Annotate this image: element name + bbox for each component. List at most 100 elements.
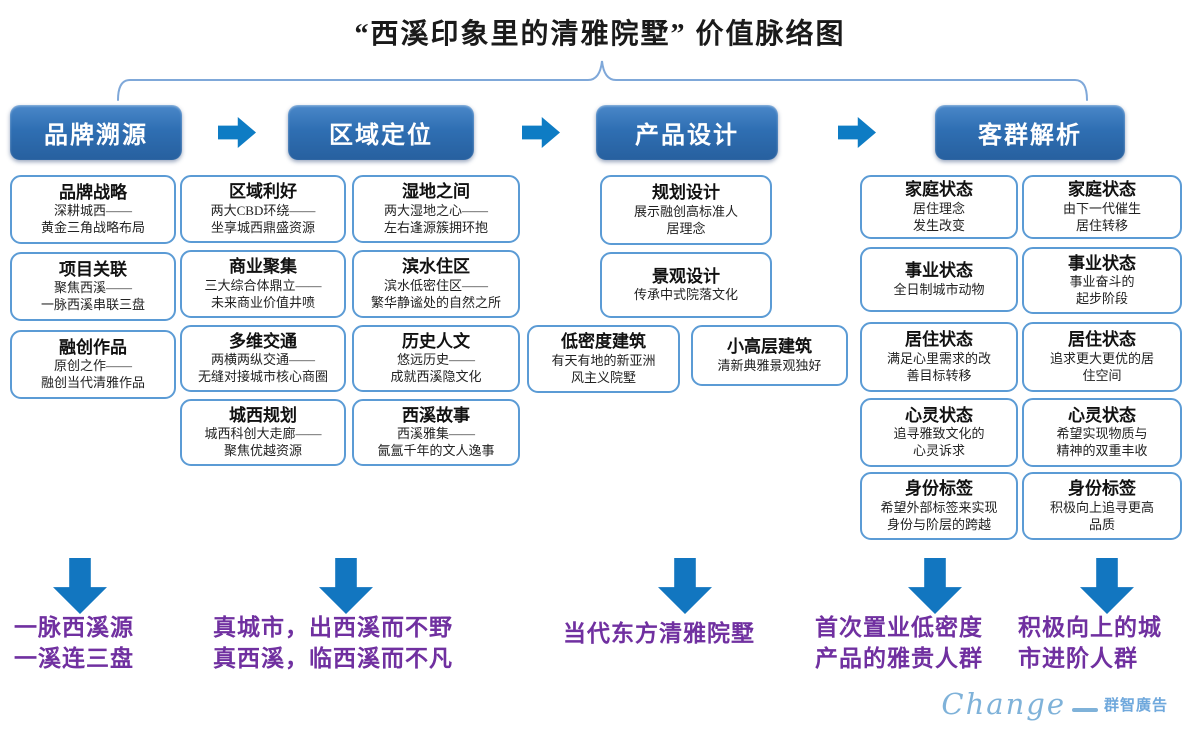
conclusion-text: 真城市，出西溪而不野 真西溪，临西溪而不凡 <box>213 615 453 672</box>
card-desc: 全日制城市动物 <box>893 281 985 297</box>
page-title: “西溪印象里的清雅院墅” 价值脉络图 <box>354 19 846 50</box>
value-card: 区域利好 两大CBD环绕—— 坐享城西鼎盛资源 <box>180 175 346 243</box>
logo-script: Change <box>941 687 1066 721</box>
stage-region-label: 区域定位 <box>329 123 433 149</box>
logo: Change 群智廣告 <box>941 690 1168 719</box>
card-desc: 积极向上追寻更高 品质 <box>1049 499 1154 532</box>
card-title: 事业状态 <box>1068 253 1136 273</box>
arrow-down-icon <box>908 558 962 614</box>
card-desc: 居住理念 发生改变 <box>912 200 965 233</box>
stage-product-label: 产品设计 <box>635 123 739 149</box>
card-title: 事业状态 <box>905 261 973 281</box>
card-desc: 深耕城西—— 黄金三角战略布局 <box>40 203 145 236</box>
card-title: 历史人文 <box>402 331 470 351</box>
conclusion-text: 一脉西溪源 一溪连三盘 <box>14 615 134 672</box>
value-card: 居住状态 追求更大更优的居 住空间 <box>1022 322 1182 392</box>
value-card: 规划设计 展示融创高标准人 居理念 <box>600 175 772 245</box>
card-desc: 展示融创高标准人 居理念 <box>633 203 738 236</box>
value-card: 景观设计 传承中式院落文化 <box>600 252 772 318</box>
value-card: 西溪故事 西溪雅集—— 氤氲千年的文人逸事 <box>352 399 520 466</box>
stage-customer: 客群解析 <box>935 105 1125 160</box>
value-card: 品牌战略 深耕城西—— 黄金三角战略布局 <box>10 175 176 244</box>
card-desc: 事业奋斗的 起步阶段 <box>1069 274 1135 307</box>
value-card: 项目关联 聚焦西溪—— 一脉西溪串联三盘 <box>10 252 176 321</box>
value-card: 城西规划 城西科创大走廊—— 聚焦优越资源 <box>180 399 346 466</box>
card-title: 心灵状态 <box>1068 405 1136 425</box>
arrow-right-icon <box>838 117 876 148</box>
card-title: 城西规划 <box>229 405 297 425</box>
card-desc: 两大湿地之心—— 左右逢源簇拥环抱 <box>383 202 488 235</box>
value-card: 历史人文 悠远历史—— 成就西溪隐文化 <box>352 325 520 392</box>
card-desc: 希望实现物质与 精神的双重丰收 <box>1056 426 1148 459</box>
card-desc: 城西科创大走廊—— 聚焦优越资源 <box>204 426 322 459</box>
value-card: 融创作品 原创之作—— 融创当代清雅作品 <box>10 330 176 399</box>
arrow-down-icon <box>658 558 712 614</box>
value-card: 家庭状态 居住理念 发生改变 <box>860 175 1018 239</box>
conclusion-text: 当代东方清雅院墅 <box>563 621 755 646</box>
card-title: 多维交通 <box>229 331 297 351</box>
value-card: 心灵状态 希望实现物质与 精神的双重丰收 <box>1022 398 1182 467</box>
logo-swoosh-icon <box>1071 708 1098 712</box>
stage-brand-label: 品牌溯源 <box>44 123 148 149</box>
card-desc: 两横两纵交通—— 无缝对接城市核心商圈 <box>197 352 328 385</box>
arrow-down-icon <box>53 558 107 614</box>
card-desc: 滨水低密住区—— 繁华静谧处的自然之所 <box>370 277 501 310</box>
card-title: 区域利好 <box>229 182 297 202</box>
card-desc: 聚焦西溪—— 一脉西溪串联三盘 <box>40 280 145 313</box>
card-title: 家庭状态 <box>905 180 973 200</box>
card-desc: 由下一代催生 居住转移 <box>1062 200 1141 233</box>
brace-icon <box>117 60 1088 101</box>
card-title: 小高层建筑 <box>727 337 812 357</box>
card-title: 西溪故事 <box>402 405 470 425</box>
value-card: 心灵状态 追寻雅致文化的 心灵诉求 <box>860 398 1018 467</box>
value-card: 小高层建筑 清新典雅景观独好 <box>691 325 848 386</box>
card-desc: 满足心里需求的改 善目标转移 <box>886 350 991 383</box>
card-desc: 清新典雅景观独好 <box>717 357 822 373</box>
value-card: 家庭状态 由下一代催生 居住转移 <box>1022 175 1182 239</box>
stage-customer-label: 客群解析 <box>978 123 1082 149</box>
card-desc: 追寻雅致文化的 心灵诉求 <box>893 426 985 459</box>
card-title: 项目关联 <box>59 259 127 279</box>
card-title: 滨水住区 <box>402 257 470 277</box>
card-title: 家庭状态 <box>1068 180 1136 200</box>
arrow-right-icon <box>522 117 560 148</box>
value-card: 事业状态 事业奋斗的 起步阶段 <box>1022 247 1182 314</box>
card-desc: 追求更大更优的居 住空间 <box>1049 350 1154 383</box>
conclusion-text: 积极向上的城 市进阶人群 <box>1018 615 1162 672</box>
card-title: 身份标签 <box>905 479 973 499</box>
value-card: 事业状态 全日制城市动物 <box>860 247 1018 312</box>
stage-region: 区域定位 <box>288 105 474 160</box>
value-card: 居住状态 满足心里需求的改 善目标转移 <box>860 322 1018 392</box>
card-title: 心灵状态 <box>905 405 973 425</box>
card-title: 商业聚集 <box>229 257 297 277</box>
value-card: 商业聚集 三大综合体鼎立—— 未来商业价值井喷 <box>180 250 346 318</box>
conclusion-text: 首次置业低密度 产品的雅贵人群 <box>815 615 983 672</box>
stage-product: 产品设计 <box>596 105 778 160</box>
arrow-down-icon <box>319 558 373 614</box>
card-title: 低密度建筑 <box>561 332 646 352</box>
value-card: 多维交通 两横两纵交通—— 无缝对接城市核心商圈 <box>180 325 346 392</box>
arrow-down-icon <box>1080 558 1134 614</box>
card-title: 规划设计 <box>652 183 720 203</box>
card-title: 景观设计 <box>652 266 720 286</box>
card-desc: 三大综合体鼎立—— 未来商业价值井喷 <box>204 277 322 310</box>
card-desc: 西溪雅集—— 氤氲千年的文人逸事 <box>377 426 495 459</box>
card-desc: 悠远历史—— 成就西溪隐文化 <box>390 352 482 385</box>
value-card: 湿地之间 两大湿地之心—— 左右逢源簇拥环抱 <box>352 175 520 243</box>
card-title: 身份标签 <box>1068 479 1136 499</box>
arrow-right-icon <box>218 117 256 148</box>
card-title: 品牌战略 <box>59 182 127 202</box>
card-desc: 有天有地的新亚洲 风主义院墅 <box>551 352 656 385</box>
card-desc: 原创之作—— 融创当代清雅作品 <box>40 358 145 391</box>
value-card: 身份标签 积极向上追寻更高 品质 <box>1022 472 1182 540</box>
card-desc: 希望外部标签来实现 身份与阶层的跨越 <box>880 499 998 532</box>
card-desc: 两大CBD环绕—— 坐享城西鼎盛资源 <box>210 202 316 235</box>
stage-brand: 品牌溯源 <box>10 105 182 160</box>
value-card: 身份标签 希望外部标签来实现 身份与阶层的跨越 <box>860 472 1018 540</box>
value-card: 滨水住区 滨水低密住区—— 繁华静谧处的自然之所 <box>352 250 520 318</box>
value-card: 低密度建筑 有天有地的新亚洲 风主义院墅 <box>527 325 680 393</box>
card-title: 居住状态 <box>1068 330 1136 350</box>
card-title: 湿地之间 <box>402 182 470 202</box>
card-title: 居住状态 <box>905 330 973 350</box>
card-desc: 传承中式院落文化 <box>633 287 738 303</box>
